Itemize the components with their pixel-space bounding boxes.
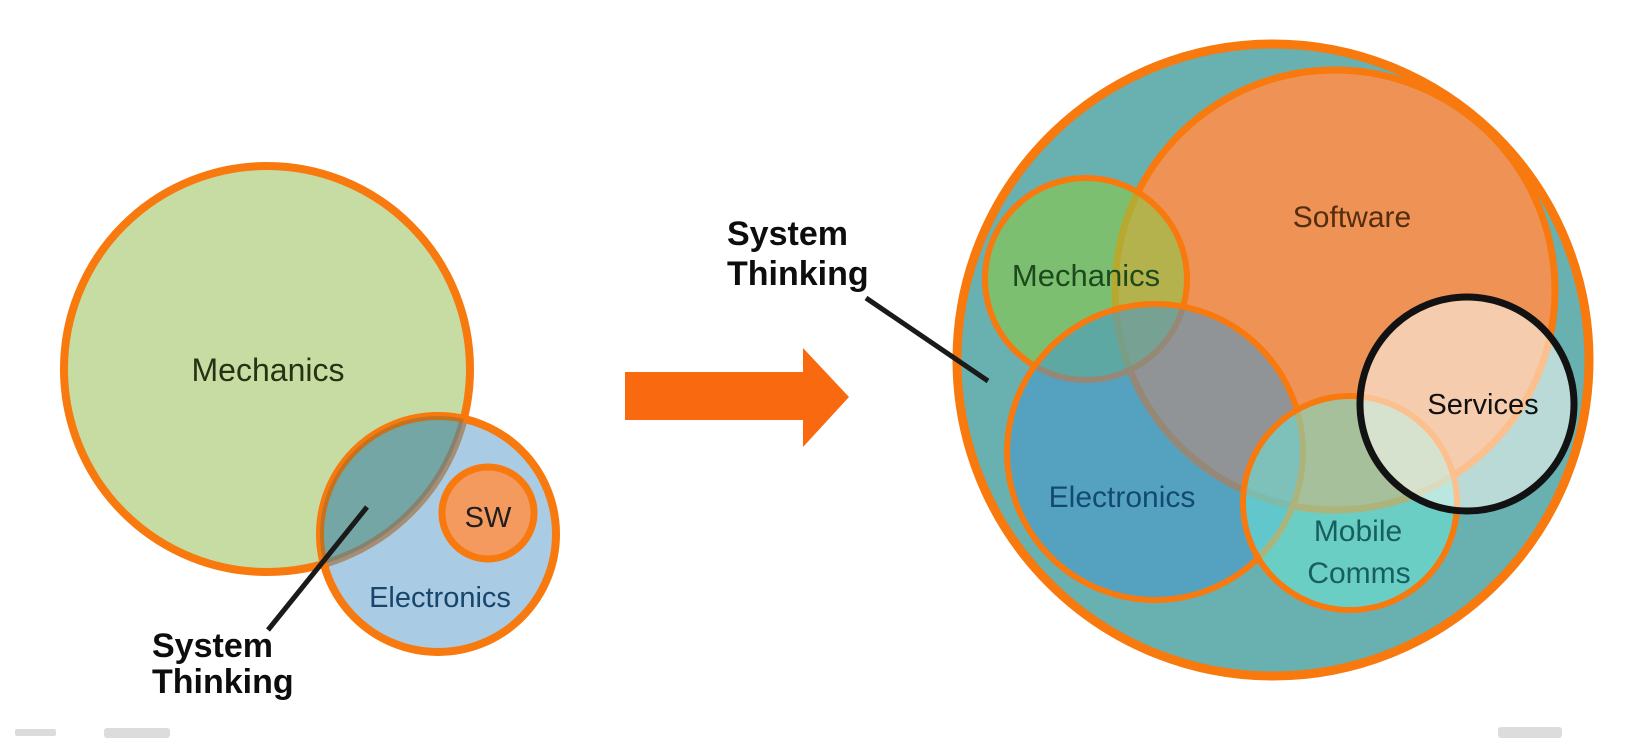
caption-fragments xyxy=(15,727,1562,738)
services-circle xyxy=(1356,293,1578,515)
left-annotation-pointer-line xyxy=(266,505,369,632)
mobile-comms-label-line1: Mobile xyxy=(1314,515,1402,548)
right-annotation-line2: Thinking xyxy=(727,255,869,293)
arrow-shape xyxy=(625,348,849,447)
sw-circle xyxy=(438,463,538,563)
services-label: Services xyxy=(1427,389,1538,421)
mobile-comms-label-line2: Comms xyxy=(1307,557,1410,590)
caption-fragment xyxy=(15,729,56,736)
transformation-arrow xyxy=(625,348,849,447)
caption-fragment xyxy=(104,728,170,738)
right-diagram: Software Mechanics Electronics Mobile Co… xyxy=(727,39,1594,681)
electronics-label-right: Electronics xyxy=(1049,481,1196,514)
mechanics-label-left: Mechanics xyxy=(192,352,345,388)
right-annotation-line1: System xyxy=(727,215,848,253)
left-diagram: Mechanics SW Electronics System Thinking xyxy=(60,162,560,701)
left-annotation-line2: Thinking xyxy=(152,663,294,701)
electronics-label-left: Electronics xyxy=(369,582,511,614)
mechanics-label-right: Mechanics xyxy=(1012,258,1160,293)
sw-label: SW xyxy=(465,502,512,534)
right-annotation-pointer-line xyxy=(864,295,990,384)
left-annotation-line1: System xyxy=(152,627,273,665)
caption-fragment xyxy=(1498,727,1562,738)
mechanics-electronics-overlap xyxy=(320,416,470,572)
software-label: Software xyxy=(1293,201,1411,234)
